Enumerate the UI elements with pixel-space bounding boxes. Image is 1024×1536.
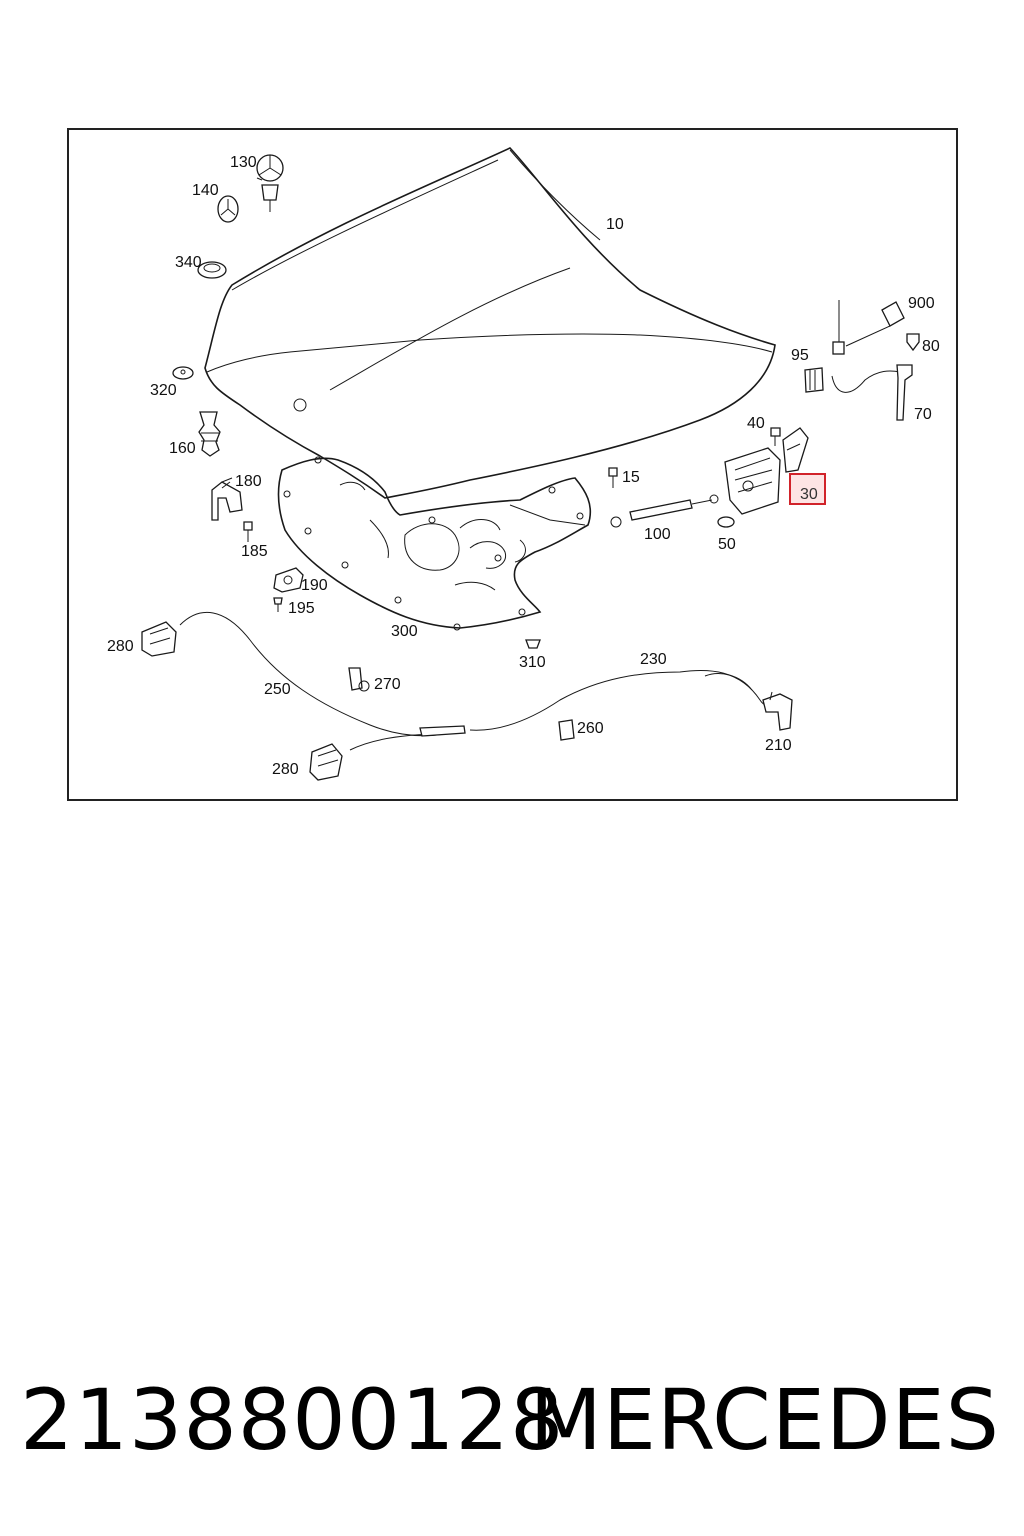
callout-95: 95 xyxy=(791,347,809,364)
gas-strut-100[interactable] xyxy=(610,494,719,528)
callout-10: 10 xyxy=(606,216,624,233)
bolt-40[interactable] xyxy=(770,427,781,446)
grommet-340[interactable] xyxy=(197,261,227,279)
washer-50[interactable] xyxy=(717,516,735,528)
screw-80[interactable] xyxy=(906,333,920,352)
washer-320[interactable] xyxy=(172,366,194,380)
release-cable-250[interactable] xyxy=(179,611,466,751)
footer: 2138800128 MERCEDES xyxy=(0,1365,1024,1475)
callout-270: 270 xyxy=(374,676,401,693)
callout-190: 190 xyxy=(301,577,328,594)
callout-340: 340 xyxy=(175,254,202,271)
callout-210: 210 xyxy=(765,737,792,754)
connector-900[interactable] xyxy=(845,301,905,347)
release-handle-210[interactable] xyxy=(762,691,793,731)
callout-260: 260 xyxy=(577,720,604,737)
callout-80: 80 xyxy=(922,338,940,355)
callout-160: 160 xyxy=(169,440,196,457)
callout-195: 195 xyxy=(288,600,315,617)
callout-100: 100 xyxy=(644,526,671,543)
callout-280-upper: 280 xyxy=(107,638,134,655)
switch-95[interactable] xyxy=(804,367,824,393)
insulation-mat[interactable] xyxy=(277,456,592,631)
release-cable-230[interactable] xyxy=(469,669,776,731)
bolt-15[interactable] xyxy=(608,467,618,488)
buffer-160[interactable] xyxy=(198,411,221,457)
part-number: 2138800128 xyxy=(20,1371,565,1469)
brand-name: MERCEDES xyxy=(529,1371,1000,1469)
callout-280-lower: 280 xyxy=(272,761,299,778)
callout-900: 900 xyxy=(908,295,935,312)
bolt-185[interactable] xyxy=(243,521,253,542)
star-emblem-icon[interactable] xyxy=(256,154,284,212)
callout-300: 300 xyxy=(391,623,418,640)
lock-280-upper[interactable] xyxy=(141,621,177,657)
parts-diagram: 130 140 10 340 900 80 95 320 70 40 160 1… xyxy=(67,128,958,801)
badge-emblem-icon[interactable] xyxy=(217,195,239,223)
hinge-30[interactable] xyxy=(724,427,809,515)
hood-panel[interactable] xyxy=(204,147,776,499)
clip-310[interactable] xyxy=(525,639,541,649)
callout-310: 310 xyxy=(519,654,546,671)
callout-140: 140 xyxy=(192,182,219,199)
screw-195[interactable] xyxy=(273,597,283,612)
callout-185: 185 xyxy=(241,543,268,560)
callout-130: 130 xyxy=(230,154,257,171)
lock-280-lower[interactable] xyxy=(309,743,343,781)
diagram-frame xyxy=(67,128,958,801)
clip-260[interactable] xyxy=(558,719,575,741)
callout-30-highlighted[interactable]: 30 xyxy=(800,486,818,503)
retainer-270[interactable] xyxy=(348,667,370,692)
bracket-180[interactable] xyxy=(211,477,243,521)
callout-230: 230 xyxy=(640,651,667,668)
callout-40: 40 xyxy=(747,415,765,432)
sensor-70[interactable] xyxy=(831,300,913,421)
callout-180: 180 xyxy=(235,473,262,490)
bracket-190[interactable] xyxy=(273,567,304,593)
callout-320: 320 xyxy=(150,382,177,399)
callout-50: 50 xyxy=(718,536,736,553)
callout-250: 250 xyxy=(264,681,291,698)
callout-70: 70 xyxy=(914,406,932,423)
highlight-box xyxy=(789,473,826,505)
callout-15: 15 xyxy=(622,469,640,486)
